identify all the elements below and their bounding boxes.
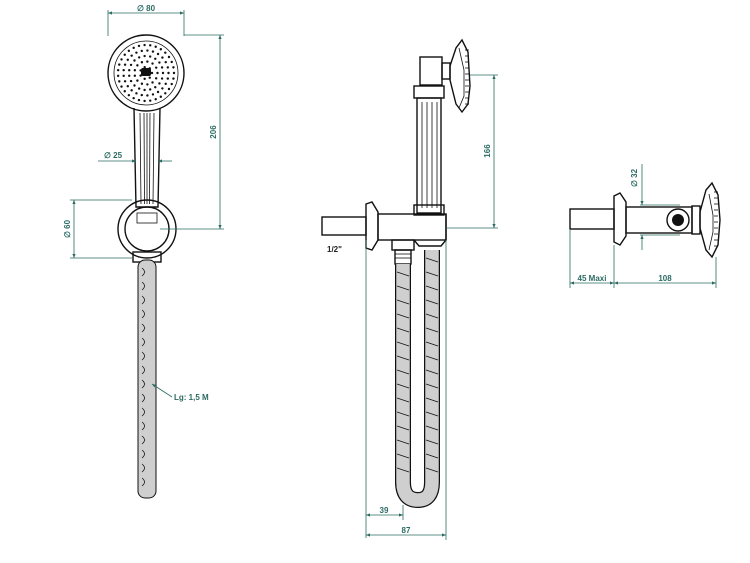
outlet-width-label: 87 (402, 526, 411, 535)
shower-holder (117, 199, 177, 263)
hand-shower-view: ∅ 80 206 ∅ 25 ∅ 60 Lg: 1,5 M (63, 4, 224, 499)
dim-valve-depth: 108 (614, 257, 717, 288)
hose-length-callout: Lg: 1,5 M (151, 383, 209, 402)
shower-head (107, 34, 185, 112)
dim-head-diameter: ∅ 80 (107, 4, 185, 36)
dim-handle-diameter: ∅ 25 (98, 151, 172, 163)
valve-diameter-label: ∅ 32 (630, 168, 639, 187)
valve-view: ∅ 32 45 Maxi 108 (569, 164, 721, 288)
hose-offset-label: 39 (380, 506, 389, 515)
side-elevation-view: 1/2" 166 39 87 (321, 38, 498, 540)
handle-diameter-label: ∅ 25 (104, 151, 123, 160)
wall-max-label: 45 Maxi (578, 274, 607, 283)
dim-holder-diameter: ∅ 60 (63, 199, 132, 259)
shower-head-side (449, 38, 471, 114)
u-hose (395, 250, 440, 509)
dim-outlet-width: 87 (366, 240, 447, 540)
thread-label: 1/2" (327, 245, 342, 254)
dim-hose-offset: 39 (365, 240, 404, 538)
shower-handle (133, 107, 161, 208)
riser-height-label: 166 (483, 144, 492, 158)
head-height-label: 206 (209, 125, 218, 139)
hose-length-label: Lg: 1,5 M (174, 393, 209, 402)
dim-valve-diameter: ∅ 32 (630, 164, 680, 250)
spray-nozzles (116, 43, 176, 103)
holder-diameter-label: ∅ 60 (63, 219, 72, 238)
riser-column (413, 56, 451, 216)
dim-riser-height: 166 (446, 74, 498, 229)
shower-hose (137, 259, 157, 499)
dim-head-height: 206 (160, 34, 224, 230)
dim-wall-max: 45 Maxi (569, 229, 615, 288)
head-diameter-label: ∅ 80 (137, 4, 156, 13)
valve-depth-label: 108 (658, 274, 672, 283)
